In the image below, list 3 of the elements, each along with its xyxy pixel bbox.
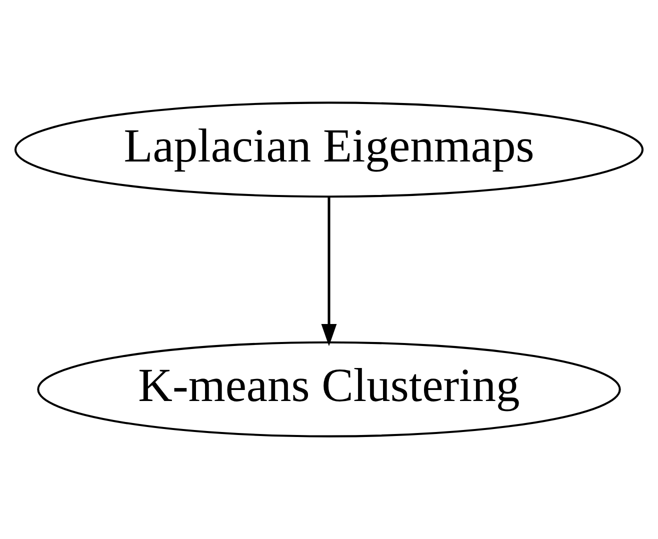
arrow	[321, 196, 337, 346]
node-ellipse: Laplacian Eigenmaps	[14, 102, 644, 198]
node-ellipse: K-means Clustering	[37, 341, 621, 438]
